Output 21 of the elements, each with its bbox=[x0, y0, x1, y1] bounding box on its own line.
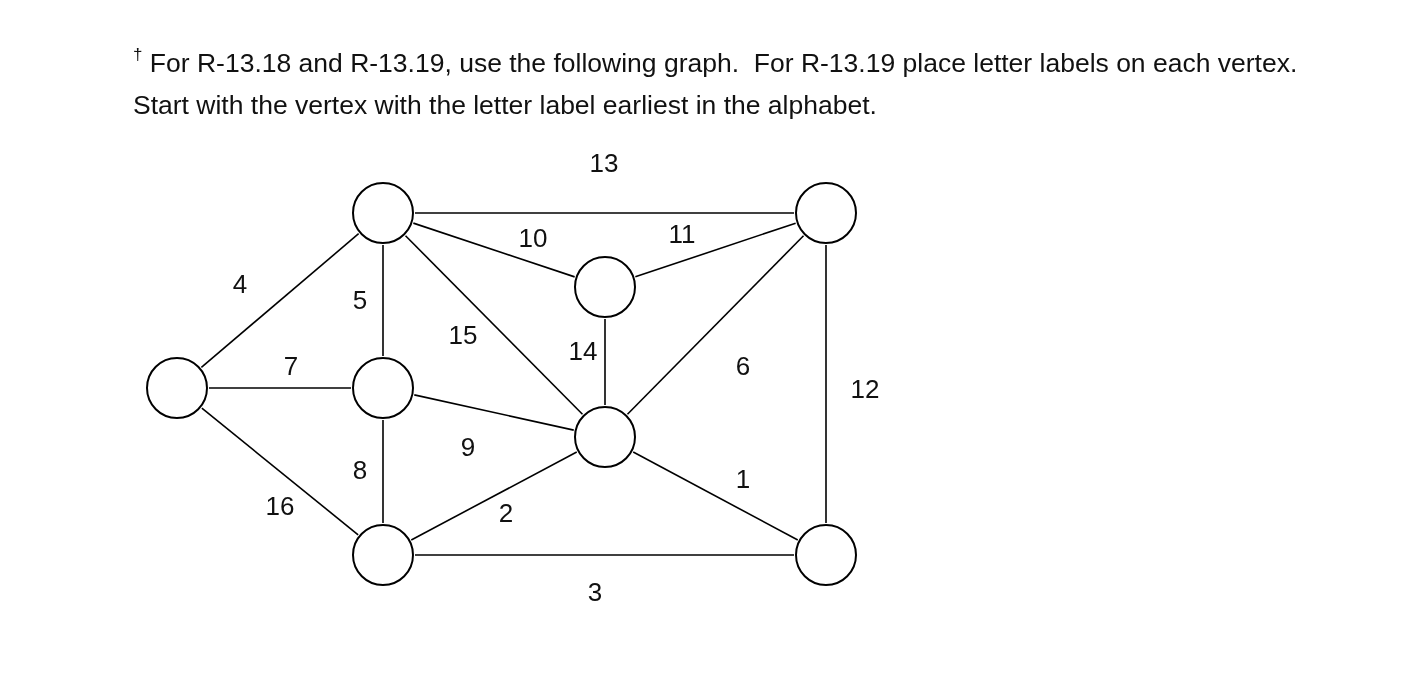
edge-line bbox=[200, 232, 360, 369]
edge-line bbox=[208, 387, 352, 389]
edge-line bbox=[382, 244, 384, 357]
vertex-circle bbox=[146, 357, 208, 419]
edge-line bbox=[604, 318, 606, 406]
title-text: $^{†}$ For R-13.18 and R-13.19, use the following graph. For R-13.19 place letter labels on each vertex. Start with the vertex with the letter label earliest in the alphabet. bbox=[133, 44, 1299, 122]
vertex-circle bbox=[352, 182, 414, 244]
edge-line bbox=[382, 419, 384, 524]
edge-line bbox=[825, 244, 827, 524]
vertex-circle bbox=[352, 524, 414, 586]
edge-line bbox=[626, 235, 805, 416]
vertex-circle bbox=[574, 406, 636, 468]
edge-line bbox=[632, 451, 799, 541]
edge-line bbox=[413, 394, 575, 431]
edge-line bbox=[410, 451, 578, 541]
edge-line bbox=[404, 234, 584, 416]
edge-line bbox=[414, 212, 795, 214]
edge-line bbox=[634, 222, 797, 278]
edge-line bbox=[414, 554, 795, 556]
edge-line bbox=[412, 222, 576, 278]
edge-line bbox=[201, 407, 359, 536]
